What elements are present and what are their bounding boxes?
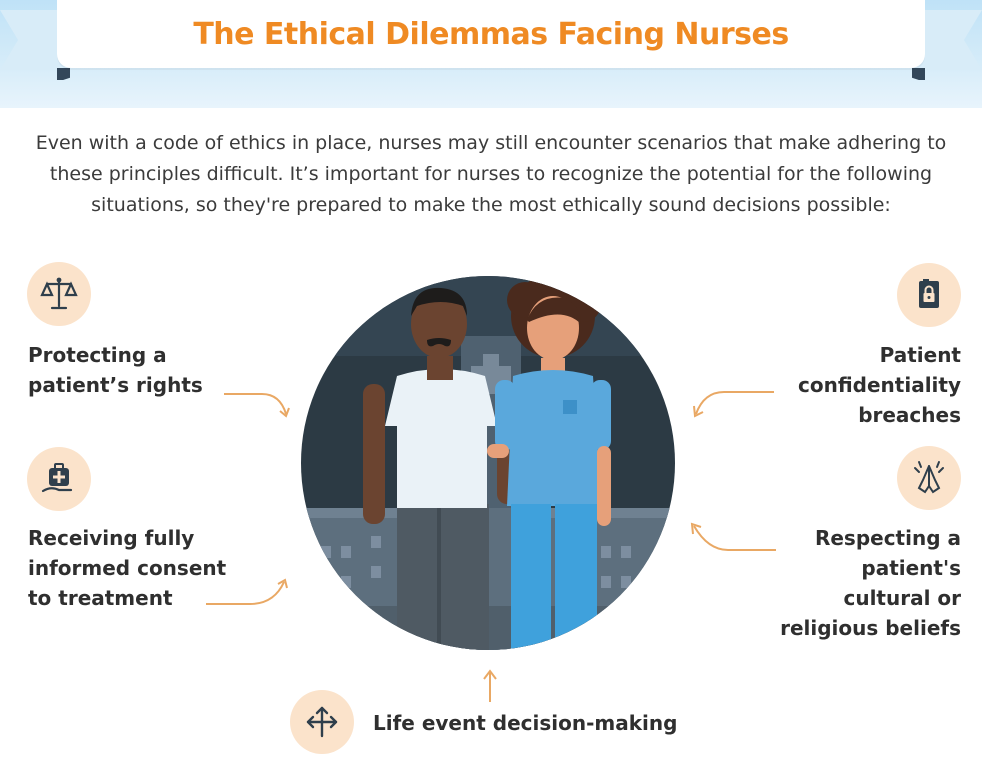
confidentiality-line-2: confidentiality	[798, 373, 961, 397]
consent-label: Receiving fully informed consent to trea…	[28, 523, 226, 613]
confidentiality-line-3: breaches	[858, 403, 961, 427]
title-banner: The Ethical Dilemmas Facing Nurses	[57, 0, 925, 68]
rights-line-1: Protecting a	[28, 343, 167, 367]
consent-line-3: to treatment	[28, 586, 173, 610]
ribbon-left-tail	[0, 10, 70, 80]
arrow-confidentiality	[693, 391, 774, 418]
directions-arrows-icon	[290, 690, 354, 754]
rights-label: Protecting a patient’s rights	[28, 340, 203, 400]
scales-icon	[27, 262, 91, 326]
rights-line-2: patient’s rights	[28, 373, 203, 397]
life-event-label: Life event decision-making	[373, 708, 677, 738]
arrow-rights	[224, 393, 290, 418]
locked-folder-icon	[897, 263, 961, 327]
praying-hands-icon	[897, 446, 961, 510]
doctor-and-nurse-icon	[301, 276, 675, 650]
ribbon-right-tail	[912, 10, 982, 80]
arrow-life-event	[483, 669, 497, 702]
beliefs-line-4: religious beliefs	[780, 616, 961, 640]
beliefs-line-1: Respecting a	[814, 526, 961, 550]
medical-kit-icon	[27, 447, 91, 511]
beliefs-label: Respecting a patient's cultural or relig…	[780, 523, 961, 643]
life-event-line-1: Life event decision-making	[373, 711, 678, 735]
consent-line-2: informed consent	[28, 556, 227, 580]
page-title: The Ethical Dilemmas Facing Nurses	[193, 16, 789, 52]
beliefs-line-2: patient's	[861, 556, 961, 580]
beliefs-line-3: cultural or	[843, 586, 961, 610]
arrow-consent	[206, 578, 288, 605]
arrow-beliefs	[690, 522, 776, 551]
confidentiality-line-1: Patient	[879, 343, 961, 367]
consent-line-1: Receiving fully	[28, 526, 195, 550]
confidentiality-label: Patient confidentiality breaches	[798, 340, 961, 430]
intro-paragraph: Even with a code of ethics in place, nur…	[35, 132, 947, 216]
